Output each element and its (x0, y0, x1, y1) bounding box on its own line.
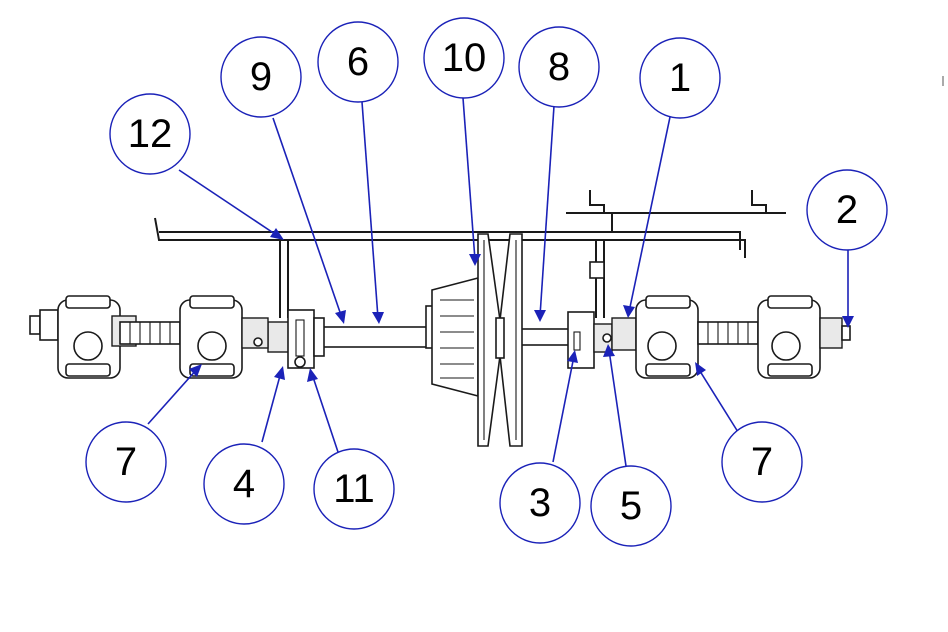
mounting-frame (154, 190, 786, 318)
leader-lines (147, 97, 854, 467)
callout-11: 11 (313, 448, 395, 530)
callout-5: 5 (590, 465, 672, 547)
callout-9: 9 (220, 36, 302, 118)
callout-10: 10 (423, 17, 505, 99)
callout-9-label: 9 (250, 55, 272, 99)
callout-2-label: 2 (836, 188, 858, 232)
callout-6: 6 (317, 21, 399, 103)
callout-2: 2 (806, 169, 888, 251)
left-driveline (29, 295, 269, 379)
callout-7-right-label: 7 (751, 440, 773, 484)
callout-3: 3 (499, 462, 581, 544)
double-pulley (477, 233, 523, 447)
callout-5-label: 5 (620, 484, 642, 528)
callout-1-label: 1 (669, 56, 691, 100)
callout-7-left: 7 (85, 421, 167, 503)
right-driveline (611, 295, 851, 379)
callout-11-label: 11 (333, 467, 375, 511)
callout-7-right: 7 (721, 421, 803, 503)
callout-1: 1 (639, 37, 721, 119)
callout-4-label: 4 (233, 462, 255, 506)
callout-8-label: 8 (548, 45, 570, 89)
callout-4: 4 (203, 443, 285, 525)
callout-6-label: 6 (347, 40, 369, 84)
callout-12: 12 (109, 93, 191, 175)
callout-7-left-label: 7 (115, 440, 137, 484)
callout-8: 8 (518, 26, 600, 108)
callout-10-label: 10 (442, 36, 487, 80)
fan-hub (425, 276, 479, 398)
right-bearing-block (567, 311, 613, 369)
callout-3-label: 3 (529, 481, 551, 525)
left-bearing-block (267, 309, 325, 369)
callout-12-label: 12 (128, 112, 173, 156)
